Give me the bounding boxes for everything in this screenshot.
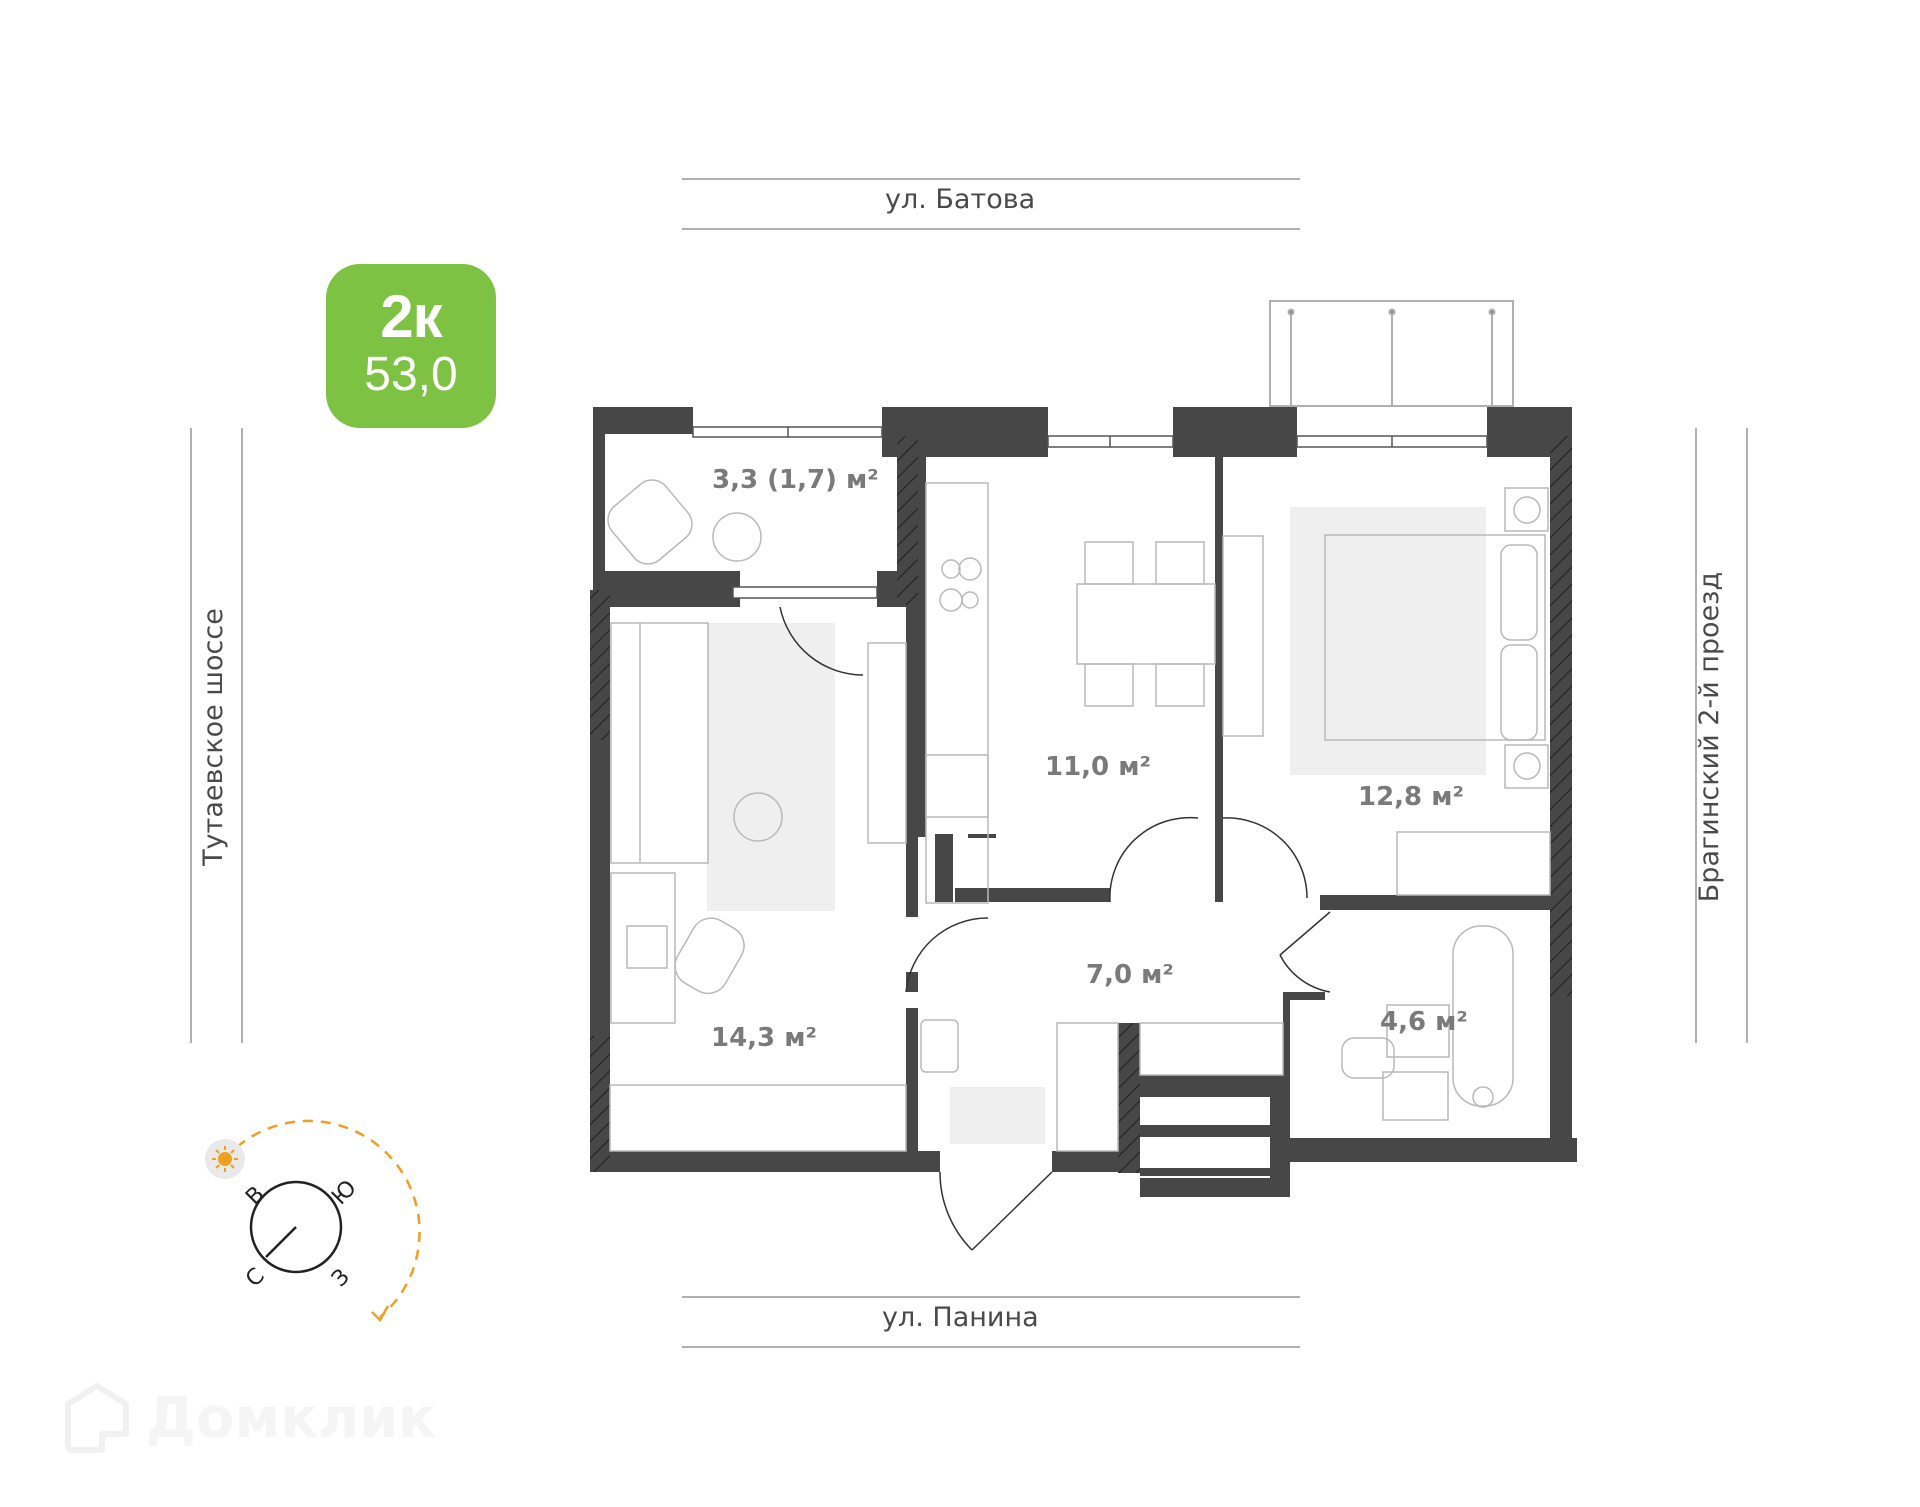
street-line-top-2	[682, 228, 1300, 230]
street-line-top-1	[682, 178, 1300, 180]
watermark: Домклик	[62, 1380, 436, 1456]
furniture	[607, 479, 1551, 1152]
compass-east: В	[241, 1182, 269, 1210]
street-line-bottom-1	[682, 1296, 1300, 1298]
room-label-kitchen: 11,0 м²	[1045, 752, 1151, 782]
room-label-hallway: 7,0 м²	[1086, 960, 1174, 990]
hatched-columns	[590, 436, 1572, 1173]
street-line-right-1	[1695, 428, 1697, 1043]
watermark-text: Домклик	[146, 1385, 437, 1451]
street-line-bottom-2	[682, 1346, 1300, 1348]
compass-needle	[265, 1226, 297, 1258]
room-label-living: 14,3 м²	[711, 1023, 817, 1053]
room-label-loggia: 3,3 (1,7) м²	[712, 465, 879, 495]
room-label-bedroom: 12,8 м²	[1358, 782, 1464, 812]
compass-south: Ю	[327, 1176, 361, 1210]
rooms-count: 2к	[380, 283, 442, 350]
house-logo-icon	[65, 1383, 129, 1453]
sun-icon	[212, 1146, 238, 1172]
doors	[779, 606, 1331, 1251]
street-line-right-2	[1746, 428, 1748, 1043]
compass-north: С	[241, 1264, 270, 1293]
apartment-type-badge: 2к 53,0	[326, 264, 496, 428]
total-area: 53,0	[364, 348, 458, 401]
compass-west: З	[327, 1264, 355, 1292]
balcony-railing	[1269, 300, 1514, 407]
room-label-bathroom: 4,6 м²	[1380, 1007, 1468, 1037]
street-top: ул. Батова	[885, 184, 1036, 215]
compass: В Ю З С	[205, 1119, 421, 1323]
street-bottom: ул. Панина	[882, 1302, 1039, 1333]
rugs	[707, 507, 1486, 1144]
street-line-left-2	[241, 428, 243, 1043]
windows	[692, 426, 1488, 599]
street-line-left-1	[190, 428, 192, 1043]
compass-dial	[249, 1180, 343, 1274]
